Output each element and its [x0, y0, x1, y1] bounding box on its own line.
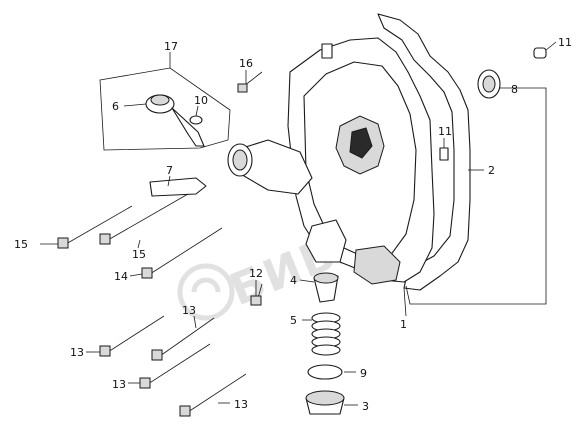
- bolt-13-a: [99, 315, 165, 357]
- bracket-7: [149, 177, 207, 197]
- leader-lines: [40, 41, 557, 406]
- o-ring-10: [189, 115, 203, 125]
- callout-5: 5: [290, 314, 297, 327]
- callout-14: 14: [114, 270, 128, 283]
- callout-11-side: 11: [438, 125, 452, 138]
- bolt-16: [237, 71, 263, 93]
- callout-15-a: 15: [14, 238, 28, 251]
- kickstarter-shaft: [349, 127, 373, 159]
- callout-13-bottom: 13: [234, 398, 248, 411]
- callout-10: 10: [194, 94, 208, 107]
- neck-seal: [227, 143, 253, 177]
- o-ring-9: [307, 364, 343, 380]
- dowel-pin-top: [533, 47, 547, 59]
- callout-7: 7: [166, 164, 173, 177]
- strainer-4: [313, 272, 339, 303]
- callout-9: 9: [360, 367, 367, 380]
- spring-5: [311, 312, 341, 356]
- callout-13-left: 13: [70, 346, 84, 359]
- callouts: 17 6 10 7 16 11 8 2 11 1 4 5 9 3 12 15 1…: [14, 36, 572, 413]
- callout-6: 6: [112, 100, 119, 113]
- callout-8: 8: [511, 83, 518, 96]
- bolt-13-c: [139, 343, 211, 389]
- callout-16: 16: [239, 57, 253, 70]
- oil-filler-cap: [145, 94, 205, 147]
- cover-lower-port: [305, 219, 347, 263]
- callout-4: 4: [290, 274, 297, 287]
- cover-neck: [235, 139, 313, 195]
- callout-15-b: 15: [132, 248, 146, 261]
- callout-1: 1: [400, 318, 407, 331]
- cover-lower-housing: [353, 245, 401, 285]
- bolt-13-b: [151, 317, 215, 361]
- cover-pin: [439, 147, 449, 161]
- bolt-15-b: [99, 193, 189, 245]
- callout-11-top: 11: [558, 36, 572, 49]
- callout-2: 2: [488, 164, 495, 177]
- drain-cap-3: [305, 390, 345, 415]
- oil-seal: [477, 69, 501, 99]
- gasket: [377, 13, 471, 291]
- bolt-14: [141, 227, 223, 279]
- callout-3: 3: [362, 400, 369, 413]
- callout-17: 17: [164, 40, 178, 53]
- cover-lug: [321, 43, 333, 59]
- bolt-13-d: [179, 373, 247, 417]
- bolt-15-a: [57, 205, 133, 249]
- callout-12: 12: [249, 267, 263, 280]
- callout-13-mid: 13: [112, 378, 126, 391]
- callout-13-top: 13: [182, 304, 196, 317]
